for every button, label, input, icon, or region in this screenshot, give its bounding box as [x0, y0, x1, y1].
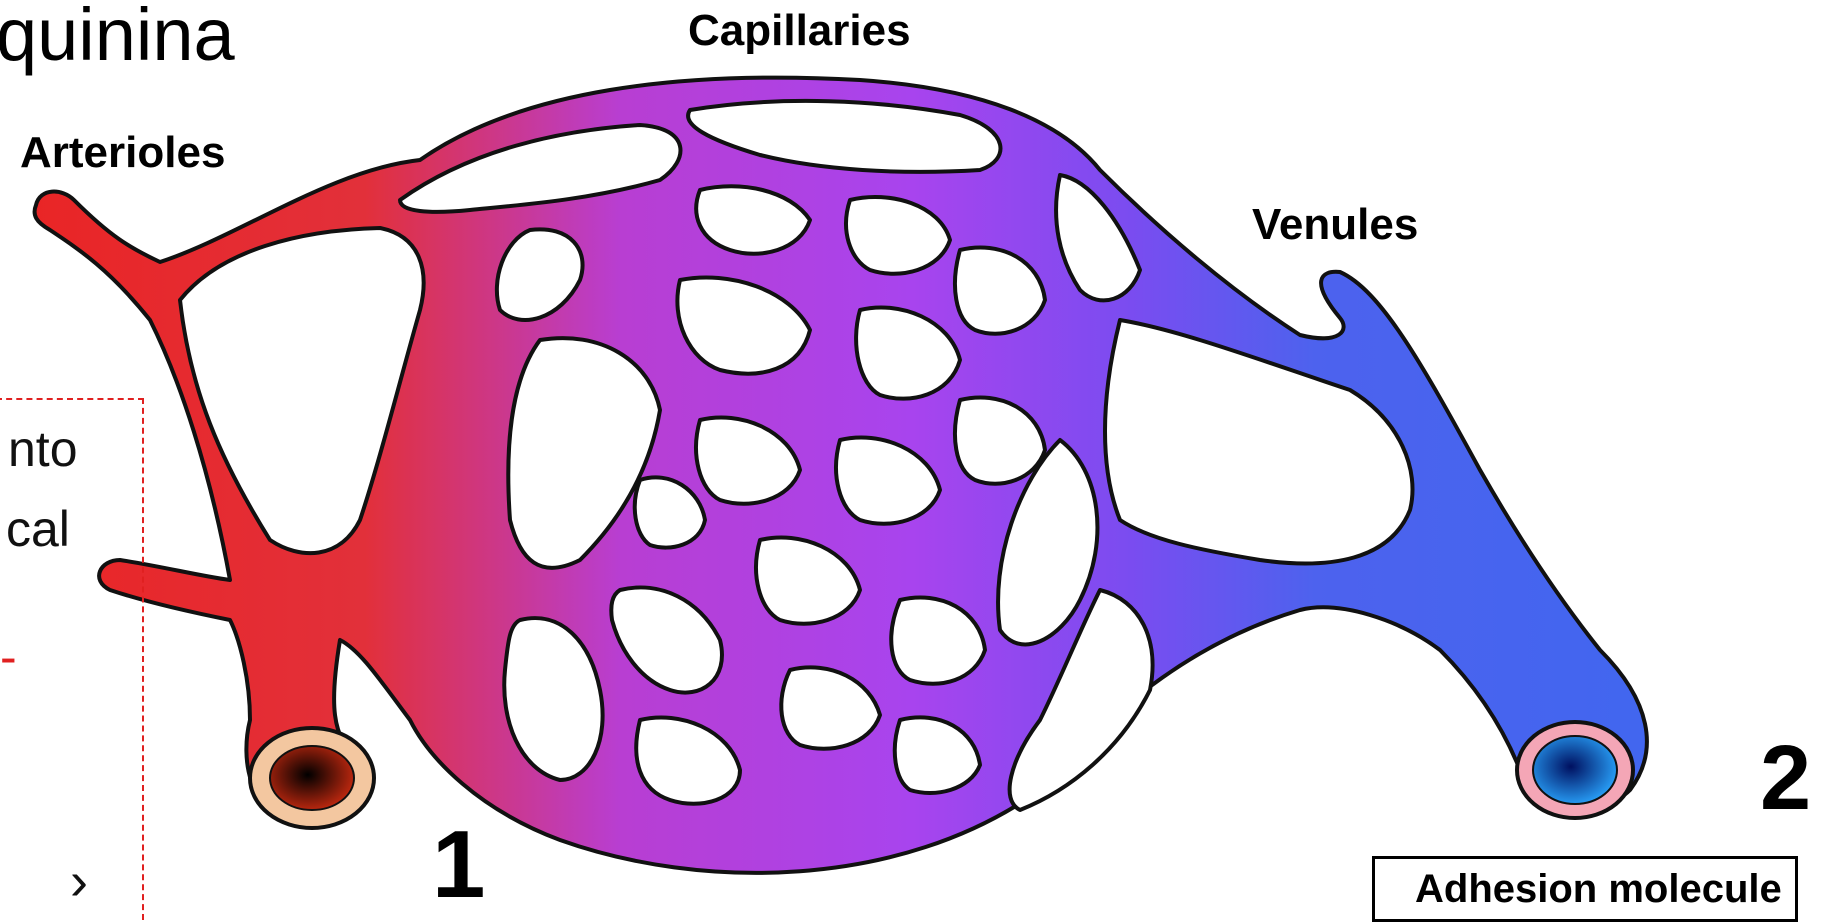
- side-text-line-1: nto: [8, 420, 78, 478]
- marker-number-2: 2: [1760, 726, 1811, 831]
- side-text-line-3: -: [0, 628, 17, 686]
- capillary-bed-diagram: quinina Capillaries Arterioles Venules n…: [0, 0, 1825, 889]
- side-text-line-2: cal: [6, 500, 70, 558]
- page-title: quinina: [0, 0, 235, 77]
- arterioles-label: Arterioles: [20, 128, 225, 178]
- capillaries-label: Capillaries: [688, 6, 911, 56]
- vessel-network-drawing: [0, 0, 1825, 889]
- marker-number-1: 1: [432, 810, 485, 920]
- side-text-line-4: ›: [70, 850, 88, 912]
- adhesion-molecule-label: Adhesion molecule: [1415, 867, 1782, 912]
- adhesion-molecule-box: Adhesion molecule: [1372, 856, 1798, 922]
- arteriole-opening: [250, 728, 374, 828]
- venules-label: Venules: [1252, 200, 1418, 250]
- venule-opening: [1517, 722, 1633, 818]
